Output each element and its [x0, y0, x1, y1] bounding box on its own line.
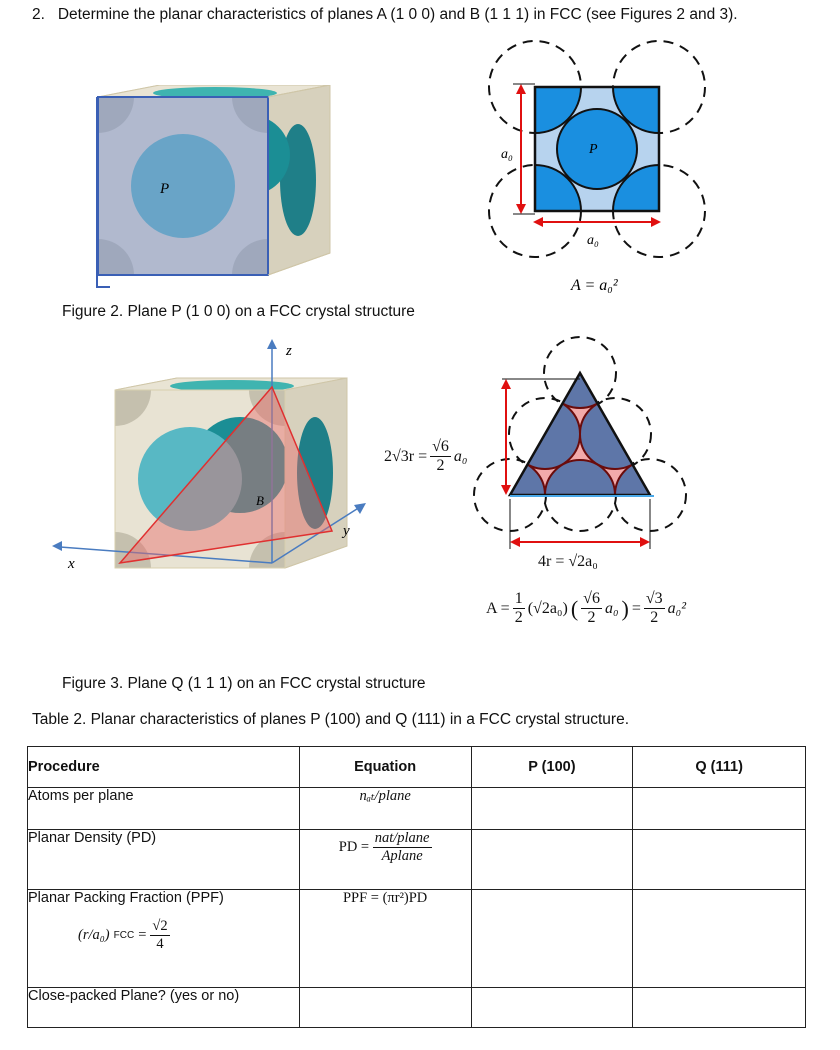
- height-formula: 2√3r = √6 2 a₀: [384, 438, 467, 475]
- base-formula: 4r = √2a₀: [538, 553, 598, 570]
- table-row: Planar Density (PD) PD = nat/plane Aplan…: [27, 829, 806, 890]
- row-close-packed-equation: [298, 987, 472, 1028]
- row-close-packed-procedure: Close-packed Plane? (yes or no): [27, 987, 300, 1028]
- plane-p-2d-diagram: P a₀ a₀ A = a₀²: [488, 40, 706, 294]
- pd-equation-fraction: nat/plane Aplane: [372, 830, 432, 865]
- plane-label-b: B: [256, 493, 264, 508]
- ppf-ratio-den: 4: [156, 936, 164, 952]
- diagram-side-label: a₀: [501, 147, 513, 162]
- question-text: 2. Determine the planar characteristics …: [32, 6, 738, 24]
- area-formula-q: A = 1 2 (√2a₀) ( √6 2 a₀ ) = √3 2 a₀²: [486, 590, 686, 627]
- question-number: 2.: [32, 6, 45, 23]
- diagram-area-formula: A = a₀²: [570, 277, 619, 294]
- area-formula-height-frac: √6 2: [581, 590, 602, 627]
- height-formula-num: √6: [430, 438, 451, 457]
- area-formula-height-num: √6: [581, 590, 602, 609]
- plane-q-2d-diagram: [473, 336, 687, 549]
- table-row: Planar Packing Fraction (PPF) (r/a₀) FCC…: [27, 889, 806, 988]
- area-formula-lhs: A =: [486, 599, 510, 617]
- pd-equation-den: Aplane: [381, 848, 423, 864]
- diagram-bottom-label: a₀: [587, 233, 599, 248]
- height-formula-den: 2: [436, 457, 445, 474]
- pd-equation-num: nat/plane: [372, 830, 432, 848]
- cell-ppf-p100[interactable]: [470, 889, 634, 988]
- figure3-caption: Figure 3. Plane Q (1 1 1) on an FCC crys…: [62, 675, 426, 692]
- table-row: Close-packed Plane? (yes or no): [27, 987, 806, 1028]
- area-formula-half-den: 2: [514, 609, 523, 626]
- header-equation: Equation: [298, 746, 472, 788]
- row-ppf-equation: PPF = (πr²)PD: [298, 889, 472, 988]
- pd-equation-lhs: PD =: [338, 838, 370, 855]
- ppf-ratio: (r/a₀) FCC = √2 4: [78, 918, 170, 953]
- row-ppf-label: Planar Packing Fraction (PPF): [28, 890, 224, 906]
- ppf-ratio-sub: FCC: [113, 930, 135, 941]
- figure2-caption: Figure 2. Plane P (1 0 0) on a FCC cryst…: [62, 303, 415, 320]
- row-pd-equation: PD = nat/plane Aplane: [298, 829, 472, 890]
- cube-edge-marker: [96, 97, 98, 287]
- row-atoms-procedure: Atoms per plane: [27, 787, 300, 830]
- row-atoms-equation: nₐₜ/plane: [298, 787, 472, 830]
- row-pd-procedure: Planar Density (PD): [27, 829, 300, 890]
- header-p100: P (100): [470, 746, 634, 788]
- cell-atoms-p100[interactable]: [470, 787, 634, 830]
- cube-edge-marker-foot: [96, 286, 110, 288]
- height-formula-var: a₀: [453, 447, 468, 465]
- height-formula-fraction: √6 2: [430, 438, 451, 475]
- cell-close-packed-p100[interactable]: [470, 987, 634, 1028]
- table-header-row: Procedure Equation P (100) Q (111): [27, 746, 806, 788]
- height-formula-left: 2√3r =: [384, 447, 428, 465]
- question-body: Determine the planar characteristics of …: [57, 6, 738, 23]
- axis-y-label: y: [341, 523, 350, 539]
- fcc-cube-figure3: z x y B: [52, 339, 366, 572]
- table-caption: Table 2. Planar characteristics of plane…: [32, 711, 630, 728]
- plane-label-p: P: [159, 181, 169, 197]
- area-formula-rhs: a₀²: [667, 599, 686, 617]
- ppf-ratio-fraction: √2 4: [150, 918, 170, 953]
- cell-pd-p100[interactable]: [470, 829, 634, 890]
- diagram-center-label: P: [588, 142, 598, 157]
- area-formula-half: 1 2: [512, 590, 525, 627]
- fcc-cube-figure2: P: [97, 85, 331, 276]
- area-formula-result-den: 2: [650, 609, 659, 626]
- ppf-ratio-lhs: (r/a₀): [78, 927, 110, 943]
- area-formula-result-frac: √3 2: [643, 590, 665, 627]
- axis-x-label: x: [67, 556, 75, 572]
- planar-characteristics-table: Procedure Equation P (100) Q (111) Atoms…: [27, 746, 806, 1028]
- area-formula-half-num: 1: [512, 590, 525, 609]
- cell-pd-q111[interactable]: [632, 829, 806, 890]
- cell-close-packed-q111[interactable]: [632, 987, 806, 1028]
- area-formula-result-num: √3: [643, 590, 665, 609]
- cell-atoms-q111[interactable]: [632, 787, 806, 830]
- area-formula-height-var: a₀: [604, 599, 619, 617]
- area-formula-mid: (√2a₀): [527, 599, 568, 617]
- ppf-ratio-num: √2: [150, 918, 170, 936]
- header-procedure: Procedure: [27, 746, 300, 788]
- row-ppf-procedure: Planar Packing Fraction (PPF) (r/a₀) FCC…: [27, 889, 300, 988]
- cell-ppf-q111[interactable]: [632, 889, 806, 988]
- header-q111: Q (111): [632, 746, 806, 788]
- area-formula-height-den: 2: [587, 609, 596, 626]
- axis-z-label: z: [285, 343, 292, 359]
- table-row: Atoms per plane nₐₜ/plane: [27, 787, 806, 830]
